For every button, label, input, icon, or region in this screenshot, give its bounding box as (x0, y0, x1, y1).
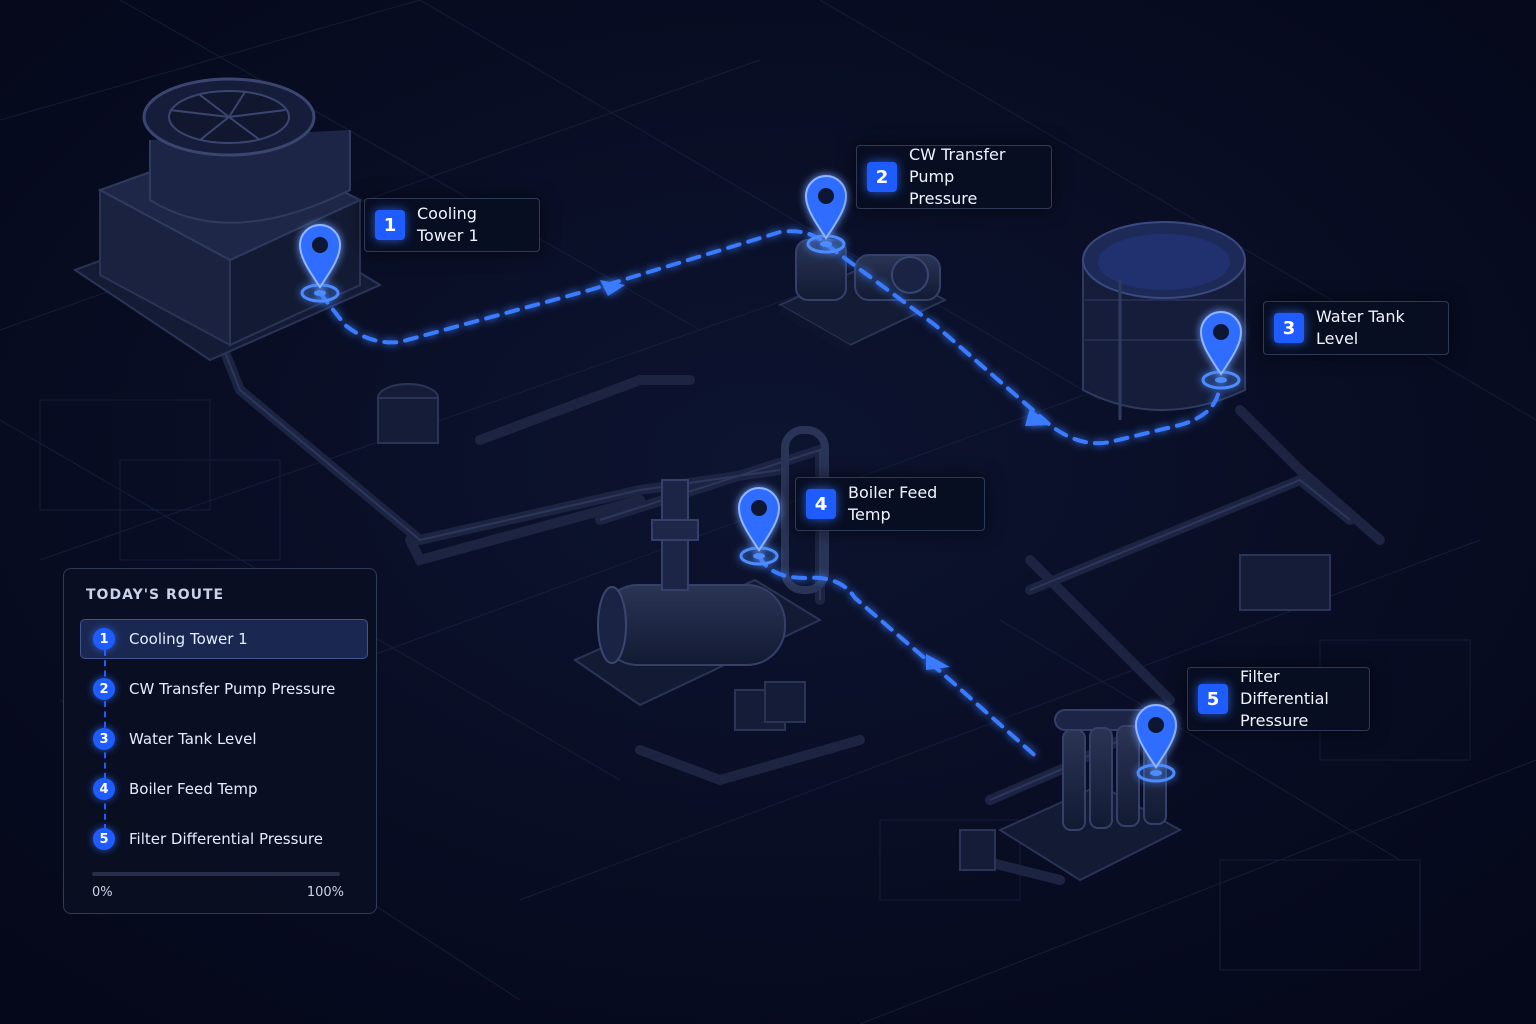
route-arrow-1 (600, 280, 625, 296)
route-path (318, 229, 1221, 762)
route-list: 1 Cooling Tower 1 2 CW Transfer Pump Pre… (80, 619, 368, 869)
pin-3-icon (1199, 311, 1243, 390)
route-arrow-3 (926, 654, 950, 670)
route-item-label: Water Tank Level (129, 730, 257, 748)
route-item-label: Cooling Tower 1 (129, 630, 248, 648)
route-item-number: 3 (93, 728, 115, 750)
route-item-number: 5 (93, 828, 115, 850)
transfer-pump-equipment (777, 239, 948, 355)
route-progress-bar (92, 872, 340, 876)
callout-label: Cooling Tower 1 (417, 204, 479, 245)
progress-min-label: 0% (92, 885, 113, 900)
route-item-label: Filter Differential Pressure (129, 830, 323, 848)
callout-water-tank[interactable]: 3 Water Tank Level (1263, 301, 1449, 355)
callout-label: Filter Differential Pressure (1240, 667, 1329, 730)
callout-filter-differential[interactable]: 5 Filter Differential Pressure (1187, 667, 1370, 731)
callout-number-badge: 2 (867, 162, 897, 192)
pin-4-icon (737, 487, 781, 566)
callout-cooling-tower[interactable]: 1 Cooling Tower 1 (364, 198, 540, 252)
route-item-number: 2 (93, 678, 115, 700)
pin-5-icon (1134, 704, 1178, 783)
route-item-label: Boiler Feed Temp (129, 780, 258, 798)
todays-route-panel: TODAY'S ROUTE 1 Cooling Tower 1 2 CW Tra… (63, 568, 377, 914)
callout-label: CW Transfer Pump Pressure (909, 145, 1006, 208)
progress-max-label: 100% (306, 885, 344, 900)
callout-number-badge: 3 (1274, 313, 1304, 343)
callout-label: Water Tank Level (1316, 307, 1405, 348)
callout-number-badge: 4 (806, 489, 836, 519)
route-item-4[interactable]: 4 Boiler Feed Temp (80, 769, 368, 809)
route-item-number: 1 (93, 628, 115, 650)
callout-boiler-feed[interactable]: 4 Boiler Feed Temp (795, 477, 985, 531)
route-item-5[interactable]: 5 Filter Differential Pressure (80, 819, 368, 859)
route-item-label: CW Transfer Pump Pressure (129, 680, 336, 698)
pin-2-icon (804, 175, 848, 254)
route-item-3[interactable]: 3 Water Tank Level (80, 719, 368, 759)
route-arrow-2 (1025, 408, 1050, 426)
callout-number-badge: 1 (375, 210, 405, 240)
route-item-2[interactable]: 2 CW Transfer Pump Pressure (80, 669, 368, 709)
callout-number-badge: 5 (1198, 684, 1228, 714)
route-item-number: 4 (93, 778, 115, 800)
callout-cw-transfer-pump[interactable]: 2 CW Transfer Pump Pressure (856, 145, 1052, 209)
pin-1-icon (298, 224, 342, 303)
panel-title: TODAY'S ROUTE (86, 587, 225, 603)
callout-label: Boiler Feed Temp (848, 483, 938, 524)
route-item-1[interactable]: 1 Cooling Tower 1 (80, 619, 368, 659)
water-tank-equipment (1082, 221, 1246, 420)
